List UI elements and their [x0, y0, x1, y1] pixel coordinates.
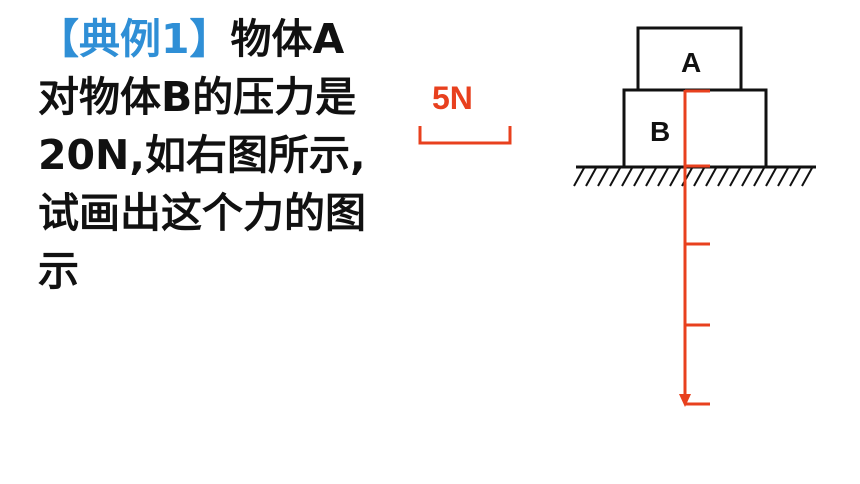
example-tag: 【典例1】: [38, 15, 231, 63]
hatch-line: [597, 167, 609, 187]
block-a: [636, 26, 743, 92]
hatch-line: [609, 167, 621, 187]
hatch-line: [633, 167, 645, 187]
hatch-line: [777, 167, 789, 187]
hatch-line: [741, 167, 753, 187]
block-a-label: A: [681, 47, 701, 78]
scale-bracket: [418, 126, 512, 145]
hatch-line: [801, 167, 813, 187]
hatch-line: [657, 167, 669, 187]
problem-statement: 【典例1】物体A对物体B的压力是20N,如右图所示,试画出这个力的图示: [38, 10, 368, 300]
hatch-line: [621, 167, 633, 187]
hatch-line: [693, 167, 705, 187]
block-b: [622, 88, 768, 169]
hatch-line: [669, 167, 681, 187]
hatch-line: [765, 167, 777, 187]
hatch-line: [789, 167, 801, 187]
hatch-line: [645, 167, 657, 187]
arrow-head: [679, 394, 691, 407]
hatch-line: [573, 167, 585, 187]
hatch-line: [753, 167, 765, 187]
block-b-label: B: [650, 116, 670, 147]
scale-label: 5N: [432, 80, 473, 116]
force-arrow: [683, 89, 710, 406]
problem-text: 物体A对物体B的压力是20N,如右图所示,试画出这个力的图示: [38, 15, 366, 295]
hatch-line: [705, 167, 717, 187]
hatch-line: [717, 167, 729, 187]
hatch-line: [729, 167, 741, 187]
ground-hatching: [573, 167, 813, 187]
hatch-line: [585, 167, 597, 187]
